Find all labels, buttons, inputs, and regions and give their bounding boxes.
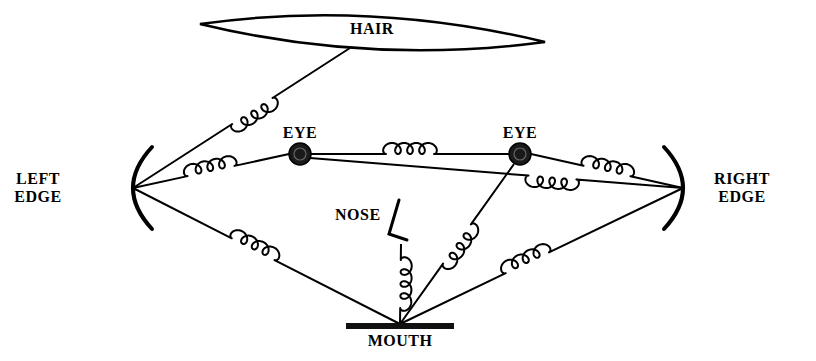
- left-edge-bracket: LEFT EDGE: [4, 145, 154, 231]
- spring-connector: [400, 188, 683, 324]
- part-label: RIGHT EDGE: [692, 170, 792, 206]
- label-holder: LEFT EDGE: [4, 170, 72, 206]
- label-holder: NOSE: [335, 206, 381, 224]
- label-holder: EYE: [283, 124, 317, 142]
- shape-stroke: [289, 143, 311, 165]
- part-label: NOSE: [335, 206, 381, 224]
- shape-stroke: [509, 143, 531, 165]
- part-label: HAIR: [350, 20, 394, 38]
- shape-stroke: [133, 147, 152, 229]
- label-holder: RIGHT EDGE: [692, 170, 792, 206]
- part-label: EYE: [503, 124, 537, 142]
- spring-connector: [133, 188, 400, 324]
- part-label: MOUTH: [368, 332, 433, 350]
- eye-circle: EYE: [280, 124, 320, 166]
- part-label: LEFT EDGE: [4, 170, 72, 206]
- part-label: EYE: [283, 124, 317, 142]
- shape-stroke: [664, 147, 683, 229]
- hair-crescent: HAIR: [200, 10, 545, 56]
- spring-connector: [133, 154, 289, 188]
- spring-connector: [400, 244, 412, 324]
- label-holder: HAIR: [350, 20, 394, 38]
- shape-stroke: [389, 200, 407, 240]
- right-edge-bracket: RIGHT EDGE: [652, 145, 802, 231]
- shape-stroke: [346, 323, 454, 329]
- spring-connector: [311, 143, 509, 154]
- spring-connector: [400, 164, 514, 324]
- label-holder: MOUTH: [368, 332, 433, 350]
- nose-stroke: NOSE: [335, 198, 410, 246]
- eye-circle: EYE: [500, 124, 540, 166]
- spring-connector: [133, 48, 350, 188]
- shape-stroke: [294, 148, 306, 160]
- shape-stroke: [514, 148, 526, 160]
- label-holder: EYE: [503, 124, 537, 142]
- spring-connector: [310, 158, 683, 190]
- shape-stroke: [200, 15, 545, 50]
- mouth-bar: MOUTH: [338, 322, 462, 360]
